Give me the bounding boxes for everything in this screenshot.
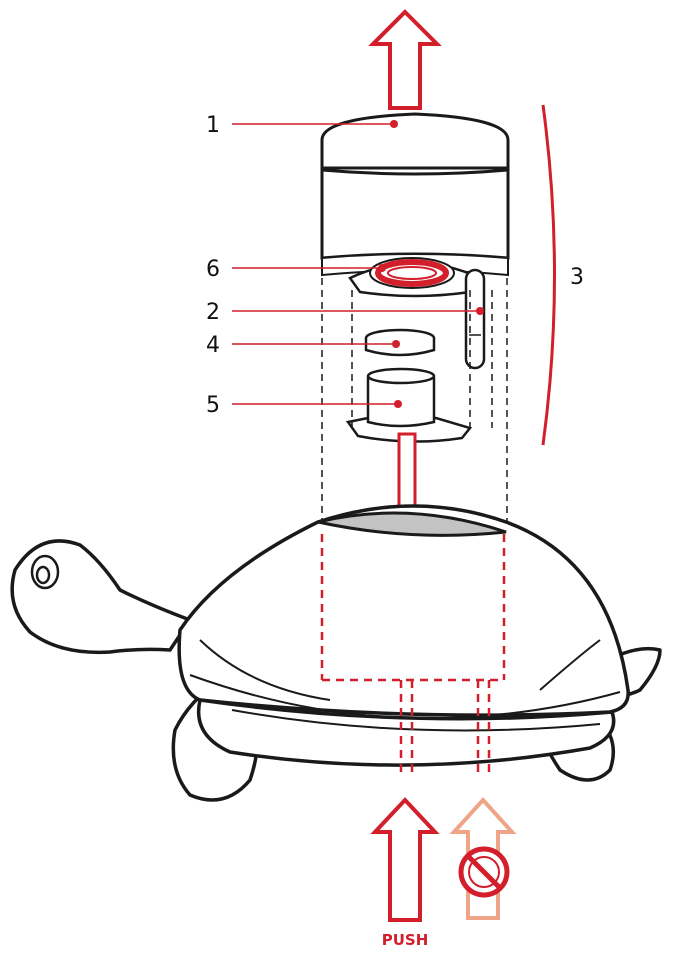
push-up-arrow-icon [375,800,435,920]
turtle-eye [32,556,58,588]
remove-up-arrow-icon [373,12,437,108]
callout-5: 5 [206,393,220,418]
part-6-seal-ring [370,258,454,288]
callout-1: 1 [206,113,220,138]
callout-2: 2 [206,300,220,325]
callout-6: 6 [206,257,220,282]
part-5-cup [348,369,470,442]
no-entry-icon [461,849,507,895]
part-4-disc [366,330,434,355]
part-2-probe [466,270,484,368]
turtle-body [12,506,660,800]
callout-3: 3 [570,265,584,290]
callout-4: 4 [206,333,220,358]
assembly-bracket [543,105,555,445]
push-label: PUSH [382,931,429,949]
